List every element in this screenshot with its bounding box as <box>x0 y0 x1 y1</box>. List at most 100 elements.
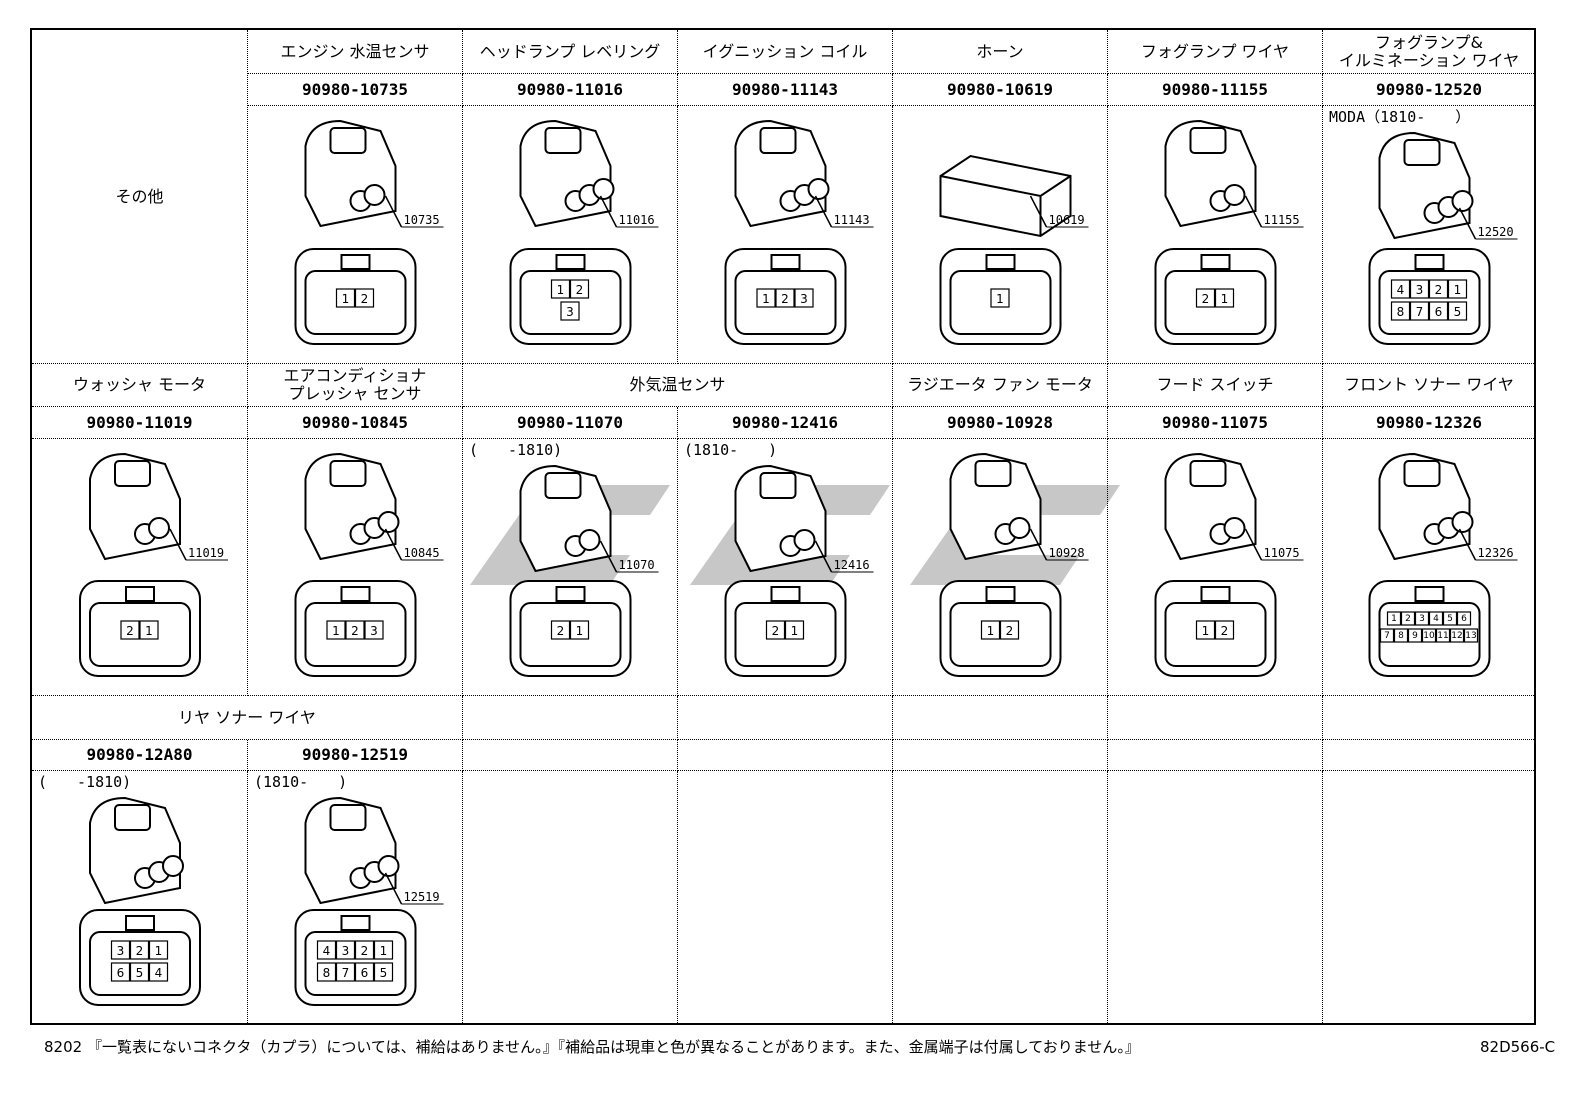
pin-cell <box>335 288 356 308</box>
pin-number: 5 <box>380 966 388 980</box>
pin-number: 1 <box>557 283 565 297</box>
connector-body-icon <box>1164 452 1257 561</box>
callout-arrow <box>1029 528 1048 561</box>
callout-arrow <box>1244 528 1263 561</box>
pin-cell <box>1456 611 1472 626</box>
pin-cell <box>1379 628 1395 643</box>
pin-number: 2 <box>361 292 369 306</box>
pin-cell <box>1214 620 1235 640</box>
part-number: 90980-10735 <box>302 79 408 99</box>
part-number: 90980-11155 <box>1162 79 1268 99</box>
pin-cell <box>1195 620 1216 640</box>
empty-cell <box>1323 740 1536 771</box>
pin-cell <box>1449 628 1465 643</box>
callout-arrow <box>1029 195 1048 228</box>
pin-cell <box>354 962 375 982</box>
connector-body-icon <box>519 464 612 573</box>
pin-cell <box>1409 301 1430 321</box>
empty-cell <box>1108 771 1323 1025</box>
pin-number: 7 <box>342 966 350 980</box>
pin-number: 6 <box>1461 614 1467 624</box>
pin-cell <box>1447 301 1468 321</box>
empty-cell <box>678 771 893 1025</box>
callout-arrow <box>814 540 833 573</box>
connector-title: フォグランプ ワイヤ <box>1108 30 1323 74</box>
connector-title: ホーン <box>893 30 1108 74</box>
callout-label: 11019 <box>188 546 224 560</box>
pin-number: 1 <box>145 624 153 638</box>
pin-cell <box>316 940 337 960</box>
pin-number: 1 <box>332 624 340 638</box>
connector-name: ヘッドランプ レベリング <box>479 41 661 61</box>
pin-number: 2 <box>576 283 584 297</box>
pin-cell <box>364 620 384 640</box>
connector-body-icon <box>89 796 184 905</box>
connector-name: ラジエータ ファン モータ <box>907 375 1093 394</box>
pin-number: 1 <box>996 292 1004 306</box>
pin-number: 9 <box>1412 631 1418 641</box>
callout-label: 12520 <box>1478 225 1514 239</box>
pin-cell <box>784 620 805 640</box>
part-number-cell: 90980-11070 <box>463 407 678 439</box>
pin-number: 3 <box>117 944 125 958</box>
applicability-note: ( -1810) <box>469 441 563 459</box>
pin-cell <box>999 620 1020 640</box>
pin-cell <box>560 301 580 321</box>
pin-number: 5 <box>136 966 144 980</box>
footer-text: 『一覧表にないコネクタ（カプラ）については、補給はありません。』『補給品は現車と… <box>86 1038 1140 1056</box>
pin-number: 2 <box>351 624 359 638</box>
pin-number: 1 <box>1454 283 1462 297</box>
pin-number: 3 <box>370 624 378 638</box>
callout-arrow <box>384 872 403 905</box>
pin-number: 2 <box>1405 614 1411 624</box>
pin-cell <box>1428 279 1449 299</box>
connector-name: エンジン 水温センサ <box>280 41 430 61</box>
callout-arrow <box>169 528 187 561</box>
empty-cell <box>893 740 1108 771</box>
part-number-cell: 90980-10735 <box>248 74 463 106</box>
pin-face-icon: 1 <box>939 248 1062 345</box>
empty-cell <box>1108 696 1323 740</box>
pin-cell <box>1195 288 1216 308</box>
pin-cell <box>990 288 1010 308</box>
pin-cell <box>1428 301 1449 321</box>
part-number-cell: 90980-11019 <box>32 407 248 439</box>
connector-body-icon <box>1378 131 1474 240</box>
pin-number: 2 <box>1202 292 1210 306</box>
pin-number: 12 <box>1451 631 1462 641</box>
pin-number: 3 <box>1419 614 1425 624</box>
pin-cell <box>129 962 150 982</box>
pin-cell <box>569 279 590 299</box>
pin-cell <box>1414 611 1430 626</box>
connector-body-icon <box>89 452 181 561</box>
pin-number: 2 <box>136 944 144 958</box>
pin-cell <box>1421 628 1437 643</box>
pin-number: 2 <box>1221 624 1229 638</box>
applicability-note: (1810- ) <box>254 773 348 791</box>
pin-number: 5 <box>1447 614 1453 624</box>
empty-cell <box>463 771 678 1025</box>
pin-cell <box>1435 628 1451 643</box>
pin-number: 1 <box>155 944 163 958</box>
empty-cell <box>678 740 893 771</box>
connector-title: 外気温センサ <box>463 364 893 407</box>
part-number: 90980-11016 <box>517 79 623 99</box>
pin-cell <box>1463 628 1479 643</box>
